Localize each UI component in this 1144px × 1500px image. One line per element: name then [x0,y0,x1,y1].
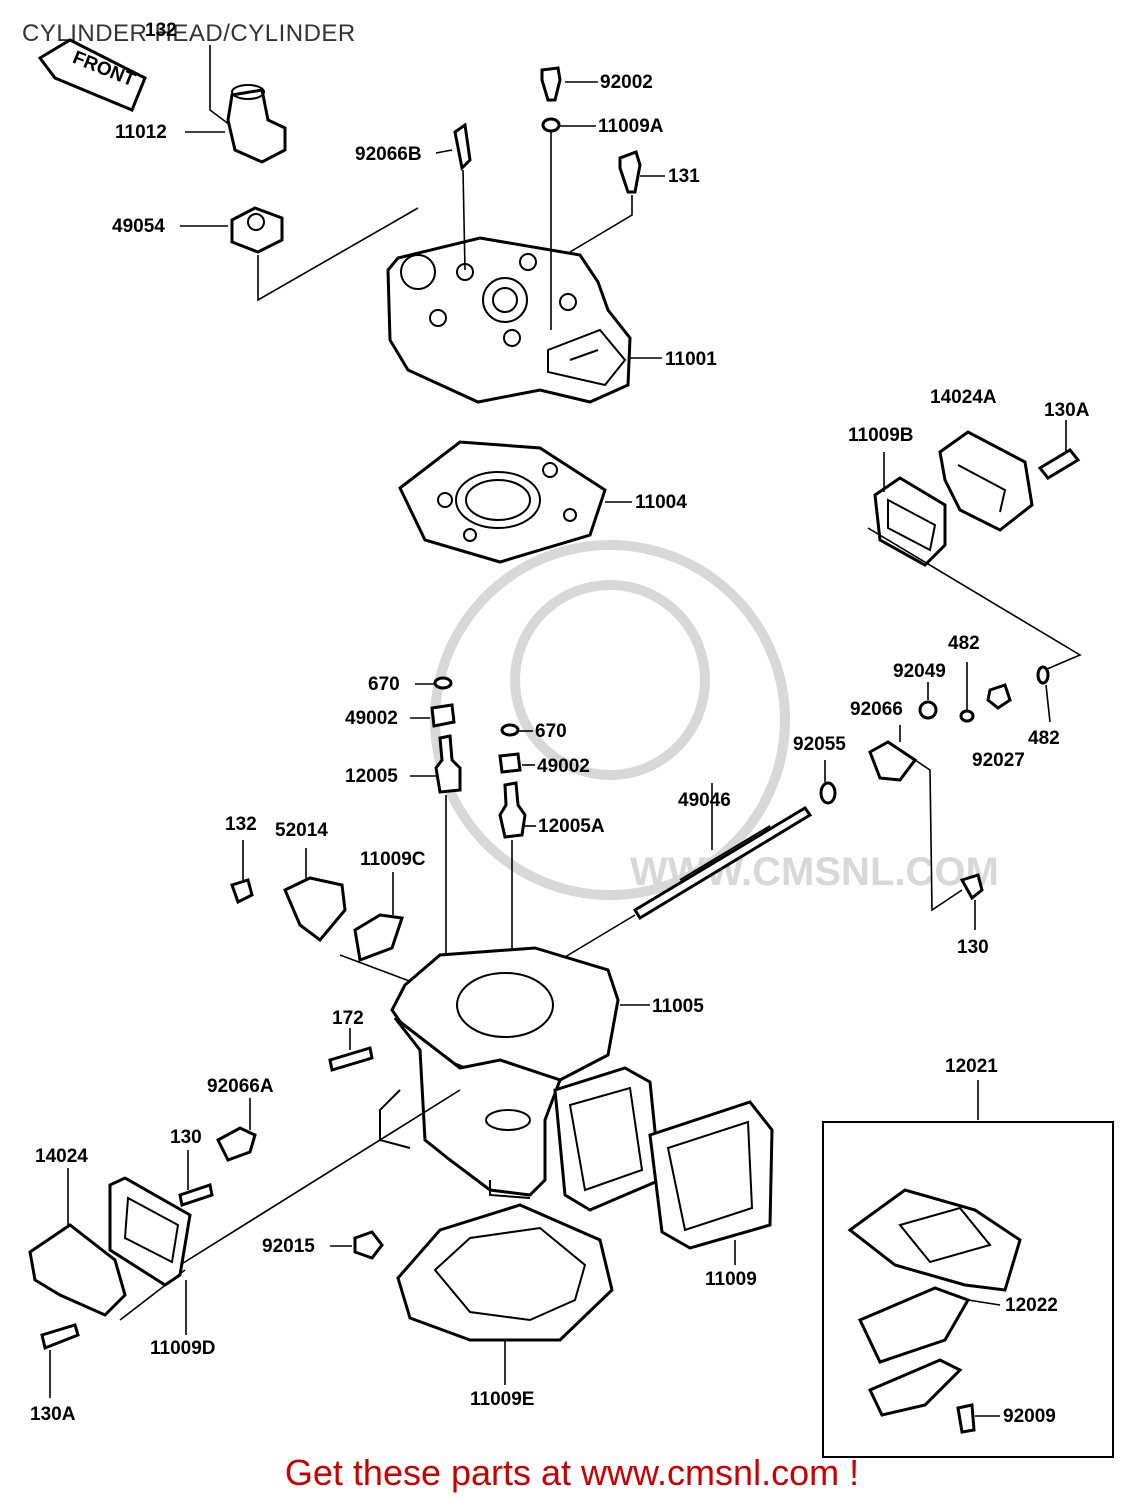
nut-92049[interactable] [918,682,938,720]
label-12005: 12005 [345,766,398,787]
label-11009e: 11009E [470,1389,534,1410]
front-arrow: FRONT [37,38,147,112]
stopper-12022[interactable] [867,1358,963,1417]
label-92002: 92002 [600,72,653,93]
gasket-11009b[interactable] [867,452,1082,673]
cover-92066a[interactable] [216,1098,257,1162]
label-11004: 11004 [635,492,687,513]
label-130-right: 130 [957,937,989,958]
label-92066b: 92066B [355,144,422,165]
label-49002-right: 49002 [537,756,590,777]
screw-92009[interactable] [956,1403,976,1434]
leader-lines [180,81,1000,1417]
label-482-top: 482 [948,633,980,654]
oring-670-right[interactable] [500,723,520,737]
bolt-130a-top[interactable] [1037,420,1081,480]
label-49046: 49046 [678,790,731,811]
label-92066a: 92066A [207,1076,274,1097]
label-92027: 92027 [972,750,1025,771]
reed-valve-box-12021 [822,1080,1114,1458]
part-labels: 132 11012 92002 11009A 92066B 131 49054 … [30,20,1090,1427]
label-132-mid: 132 [225,814,257,835]
bolt-92066b[interactable] [453,122,472,271]
seal-49002-left[interactable] [430,703,456,728]
label-49054: 49054 [112,216,165,237]
label-12022: 12022 [1005,1295,1058,1316]
washer-11009a[interactable] [541,117,561,330]
cover-14024a[interactable] [938,430,1034,532]
bolt-132-mid[interactable] [230,840,254,905]
cylinder-head[interactable] [386,236,632,404]
bolt-130a-bottom[interactable] [40,1323,80,1398]
oring-670-left[interactable] [433,676,453,690]
label-670-right: 670 [535,721,567,742]
label-14024: 14024 [35,1146,88,1167]
label-131: 131 [668,166,700,187]
reed-12022[interactable] [857,1286,1001,1364]
label-12021: 12021 [945,1056,998,1077]
label-130a-bottom: 130A [30,1404,76,1425]
bolt-131[interactable] [569,150,642,253]
label-130-left: 130 [170,1127,202,1148]
watermark: WWW.CMSNL.COM [430,540,999,900]
washer-482-right[interactable] [1036,665,1051,723]
bolt-130-right[interactable] [959,873,984,930]
head-gasket[interactable] [398,440,607,564]
label-11005: 11005 [652,996,704,1017]
thermostat-cover[interactable] [209,45,287,164]
nut-92015[interactable] [353,1230,384,1260]
gasket-11009c[interactable] [339,872,421,986]
bolt-92002[interactable] [540,66,562,102]
label-49002-left: 49002 [345,708,398,729]
shaft-49046[interactable] [559,783,813,961]
label-11012: 11012 [115,122,167,143]
label-482-right: 482 [1028,728,1060,749]
label-172: 172 [332,1008,364,1029]
label-92015: 92015 [262,1236,315,1257]
gasket-11009-a[interactable] [553,1066,662,1212]
label-11009: 11009 [705,1269,757,1290]
valve-12005[interactable] [434,734,462,990]
label-12005a: 12005A [538,816,605,837]
label-92009: 92009 [1003,1406,1056,1427]
label-11009d: 11009D [150,1338,216,1359]
footer-link[interactable]: Get these parts at www.cmsnl.com ! [284,1452,860,1493]
gasket-11009-b[interactable] [648,1100,774,1265]
cylinder[interactable] [179,946,620,1266]
oring-92055[interactable] [819,760,837,805]
gasket-11009d[interactable] [108,1176,192,1335]
cover-92066[interactable] [868,725,963,912]
label-11001: 11001 [665,349,717,370]
label-92049: 92049 [893,661,946,682]
label-670-left: 670 [368,674,400,695]
seal-49002-right[interactable] [498,752,522,774]
label-14024a: 14024A [930,387,997,408]
nut-92027[interactable] [986,683,1012,710]
stud-172[interactable] [328,1028,374,1072]
bolt-130-left[interactable] [178,1150,214,1207]
label-132-top: 132 [145,20,177,41]
cover-52014[interactable] [283,848,347,943]
label-11009c: 11009C [360,849,426,870]
label-92066: 92066 [850,699,903,720]
label-130a-top: 130A [1044,400,1090,421]
label-52014: 52014 [275,820,328,841]
valve-12005a[interactable] [498,781,527,960]
thermostat[interactable] [230,206,419,302]
base-gasket-11009e[interactable] [396,1203,614,1385]
label-11009b: 11009B [848,425,914,446]
cover-14024[interactable] [28,1168,127,1317]
washer-482-top[interactable] [959,662,975,723]
label-11009a: 11009A [598,116,664,137]
reed-valve-12021[interactable] [847,1188,1022,1292]
label-92055: 92055 [793,734,846,755]
